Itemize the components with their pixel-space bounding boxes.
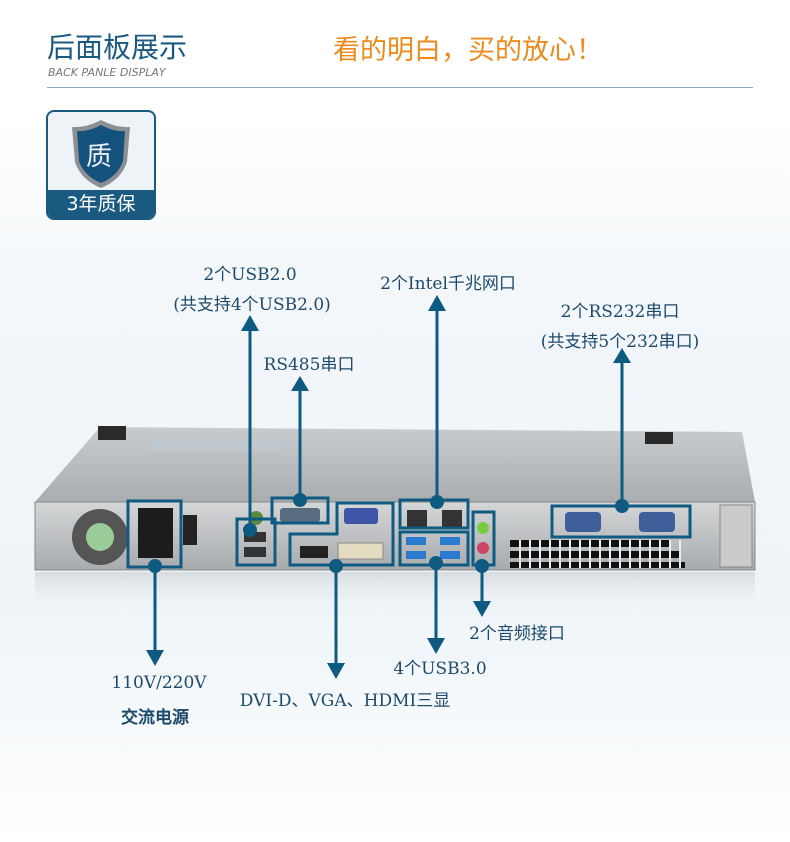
arrow-up-icon xyxy=(613,348,631,363)
label-rs232: 2个RS232串口 xyxy=(560,302,680,322)
arrow-down-icon xyxy=(327,663,345,679)
label-audio: 2个音频接口 xyxy=(469,624,565,644)
page-title: 后面板展示 xyxy=(47,31,188,64)
arrow-down-icon xyxy=(146,650,164,666)
label-lan: 2个Intel千兆网口 xyxy=(380,274,516,294)
arrow-up-icon xyxy=(241,315,259,331)
psu-fan xyxy=(72,509,128,565)
callout-box-display xyxy=(288,501,395,567)
arrow-up-icon xyxy=(291,376,309,391)
badge-label: 3年质保 xyxy=(48,190,154,218)
page-subtitle: BACK PANLE DISPLAY xyxy=(48,66,166,79)
callout-box-usb2 xyxy=(235,517,277,567)
divider xyxy=(47,87,753,88)
shield-icon xyxy=(72,120,130,188)
label-power-voltage: 110V/220V xyxy=(111,673,207,693)
label-usb2-total: (共支持4个USB2.0) xyxy=(173,295,331,315)
power-socket xyxy=(138,508,173,558)
label-usb2: 2个USB2.0 xyxy=(203,265,297,285)
arrow-down-icon xyxy=(427,638,445,654)
slogan: 看的明白，买的放心！ xyxy=(333,35,603,66)
label-rs485: RS485串口 xyxy=(263,355,355,375)
label-usb3: 4个USB3.0 xyxy=(393,659,487,679)
badge-icon-char: 质 xyxy=(86,142,113,172)
arrow-up-icon xyxy=(428,295,446,311)
warranty-badge: 质 3年质保 xyxy=(46,110,156,220)
label-power-type: 交流电源 xyxy=(121,708,189,728)
label-display: DVI-D、VGA、HDMI三显 xyxy=(239,691,451,711)
power-switch xyxy=(183,515,197,545)
arrow-down-icon xyxy=(473,601,491,617)
label-rs232-total: (共支持5个232串口) xyxy=(540,332,700,352)
